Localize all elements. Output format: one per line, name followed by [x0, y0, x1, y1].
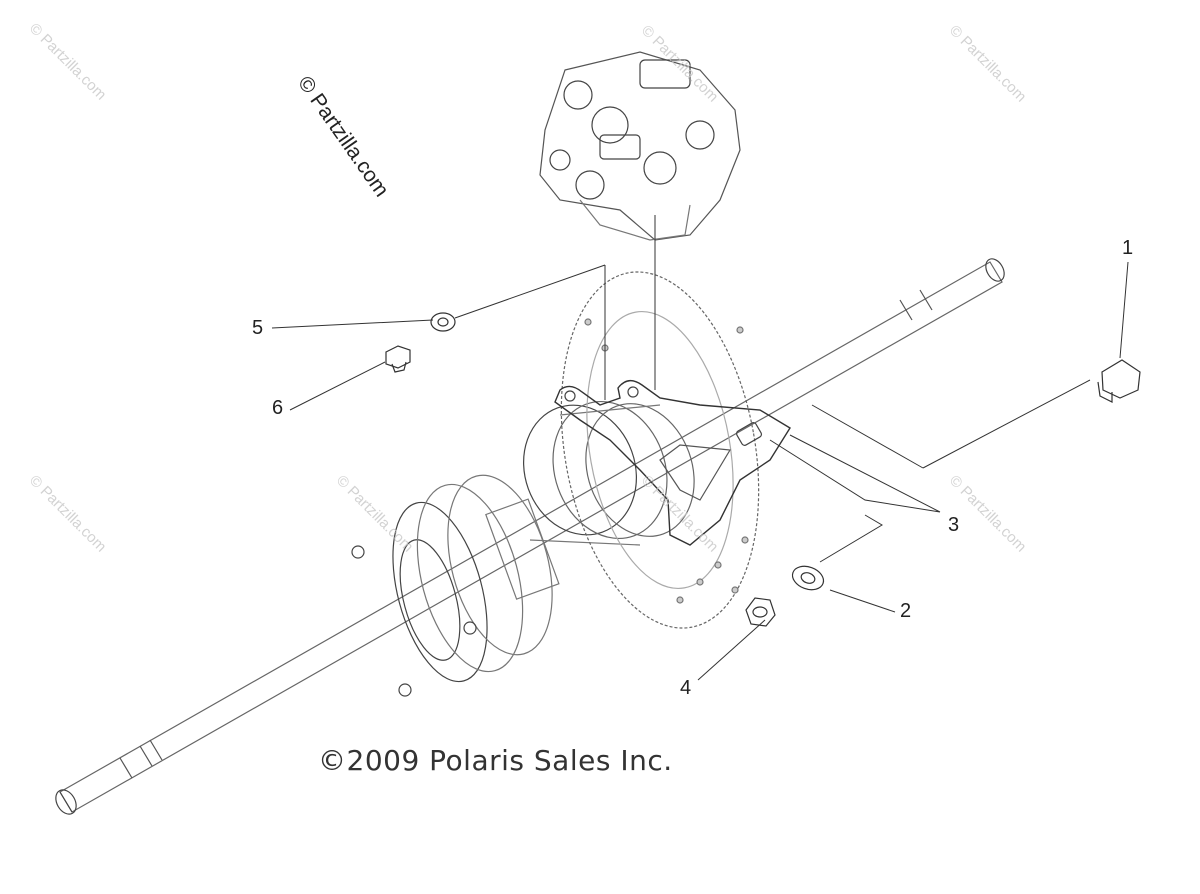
leader-lines — [271, 215, 1129, 681]
washer-part-5 — [430, 312, 456, 332]
washer-part-2 — [791, 565, 825, 591]
callout-2: 2 — [900, 600, 912, 622]
copyright-notice: ©2009 Polaris Sales Inc. — [318, 744, 673, 777]
brake-disc — [560, 271, 760, 629]
bolt-part-1 — [1097, 359, 1141, 403]
axle-shaft — [55, 258, 1005, 815]
callout-5: 5 — [252, 317, 264, 339]
cv-boot — [523, 400, 695, 546]
hub-assembly — [351, 474, 560, 697]
callout-6: 6 — [272, 397, 284, 419]
caliper-bracket — [554, 380, 791, 546]
bolt-part-6 — [385, 345, 411, 373]
callout-3: 3 — [948, 514, 960, 536]
brake-caliper — [539, 51, 741, 241]
nut-part-4 — [745, 597, 776, 627]
callout-4: 4 — [680, 677, 692, 699]
callout-1: 1 — [1122, 237, 1134, 259]
